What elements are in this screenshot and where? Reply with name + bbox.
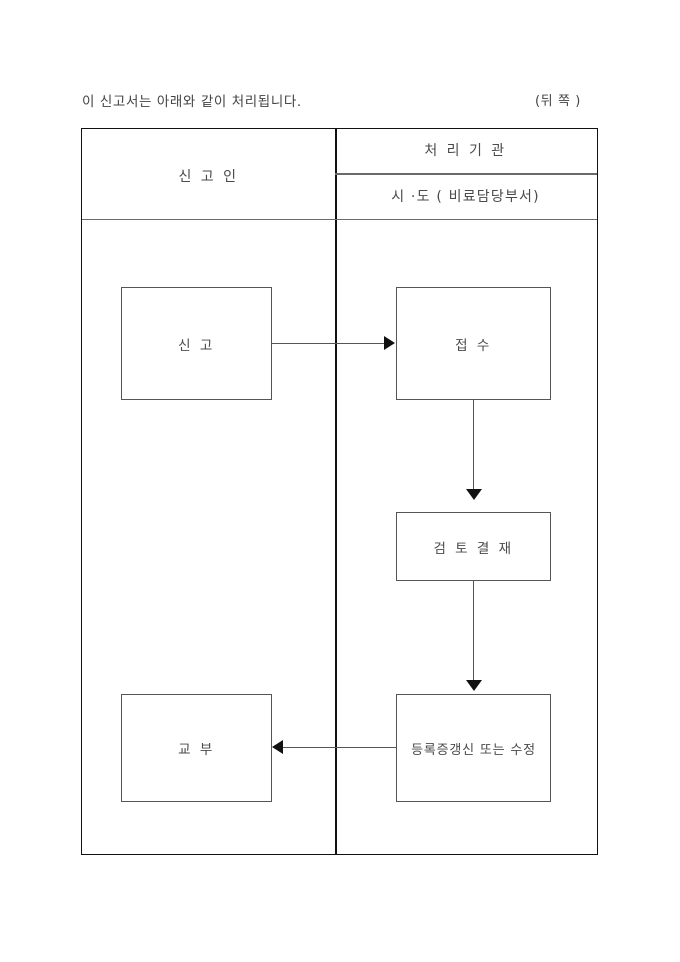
connector-issue-to-deliver-line: [283, 747, 396, 749]
header-agency-sub-label: 시 ·도 ( 비료담당부서): [391, 189, 540, 205]
arrow-left-icon: [272, 740, 283, 754]
connector-receive-to-review-line: [473, 400, 475, 490]
flow-box-declare: 신 고: [121, 287, 272, 400]
agency-subheader-rule: [335, 173, 597, 175]
arrow-right-icon: [384, 336, 395, 350]
flow-box-issue: 등록증갱신 또는 수정: [396, 694, 551, 802]
arrow-down-icon: [466, 489, 482, 500]
arrow-down-icon: [466, 680, 482, 691]
connector-review-to-issue-line: [473, 581, 475, 681]
process-table-frame: 신 고 인 처 리 기 관 시 ·도 ( 비료담당부서): [81, 128, 598, 855]
page-corner-note: (뒤 쪽 ): [535, 94, 581, 109]
header-agency-label: 처 리 기 관: [424, 143, 507, 159]
column-divider: [335, 129, 337, 854]
flow-box-review: 검 토 결 재: [396, 512, 551, 581]
flow-box-receive: 접 수: [396, 287, 551, 400]
flow-box-deliver: 교 부: [121, 694, 272, 802]
page-intro-text: 이 신고서는 아래와 같이 처리됩니다.: [82, 94, 302, 110]
connector-declare-to-receive-line: [272, 343, 386, 345]
header-applicant-label: 신 고 인: [178, 169, 239, 185]
header-rule: [82, 219, 597, 221]
